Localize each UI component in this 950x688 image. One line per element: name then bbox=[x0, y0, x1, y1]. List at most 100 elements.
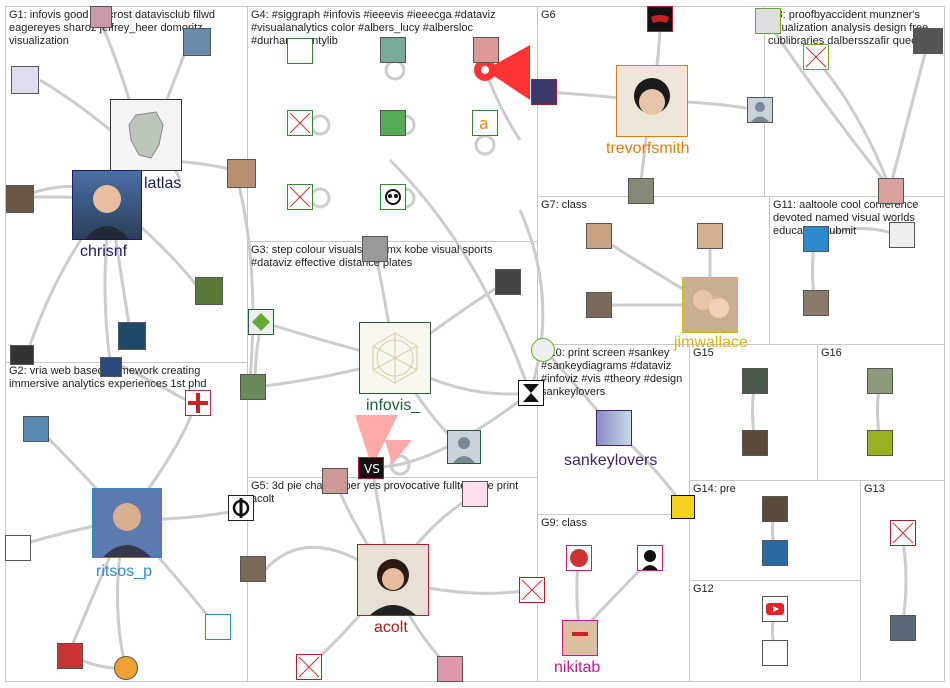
label-trevorfsmith: trevorfsmith bbox=[606, 140, 690, 158]
node-g8-broken-1[interactable] bbox=[803, 44, 829, 70]
group-label-g7: G7: class bbox=[541, 199, 587, 212]
node-sankeylovers-avatar[interactable] bbox=[596, 410, 632, 446]
node-g7-avatar-2[interactable] bbox=[697, 223, 723, 249]
node-g6-avatar-1[interactable] bbox=[531, 79, 557, 105]
node-latlas-map[interactable] bbox=[110, 99, 182, 171]
group-label-g11: G11: aaltoole cool conference devoted na… bbox=[773, 199, 941, 238]
node-nikitab-avatar[interactable] bbox=[562, 620, 598, 656]
label-jimwallace: jimwallace bbox=[674, 334, 748, 352]
node-g5-avatar-2[interactable] bbox=[322, 468, 348, 494]
node-g2-avatar-5[interactable] bbox=[57, 643, 83, 669]
node-g9-avatar-2[interactable] bbox=[637, 545, 663, 571]
group-label-g2: G2: vria web based framework creating im… bbox=[9, 365, 241, 391]
node-g5-avatar-4[interactable] bbox=[437, 656, 463, 682]
label-chrisnf: chrisnf bbox=[80, 243, 127, 261]
node-g3-avatar-1[interactable] bbox=[248, 309, 274, 335]
node-g7-avatar-1[interactable] bbox=[586, 223, 612, 249]
node-g5-broken-2[interactable] bbox=[296, 654, 322, 680]
node-g2-avatar-1[interactable] bbox=[23, 416, 49, 442]
node-infovis-logo[interactable] bbox=[359, 322, 431, 394]
node-g3-hourglass[interactable] bbox=[518, 380, 544, 406]
node-g1-avatar-1[interactable] bbox=[11, 66, 39, 94]
svg-text:a: a bbox=[479, 114, 489, 133]
node-g1-avatar-5[interactable] bbox=[6, 185, 34, 213]
node-g1-avatar-2[interactable] bbox=[90, 6, 112, 28]
group-box-g9 bbox=[537, 514, 690, 682]
node-g12-avatar-1[interactable] bbox=[762, 640, 788, 666]
node-g1-avatar-6[interactable] bbox=[195, 277, 223, 305]
label-sankeylovers: sankeylovers bbox=[564, 452, 657, 470]
node-g11-avatar-2[interactable] bbox=[889, 222, 915, 248]
node-g11-avatar-3[interactable] bbox=[803, 290, 829, 316]
node-g5-avatar-3[interactable] bbox=[462, 481, 488, 507]
node-g6-placeholder-user[interactable] bbox=[747, 97, 773, 123]
node-g6-mask-logo[interactable] bbox=[647, 6, 673, 32]
node-g11-avatar-1[interactable] bbox=[803, 226, 829, 252]
node-g10-logo[interactable] bbox=[671, 495, 695, 519]
node-g4-logo-1[interactable] bbox=[287, 38, 313, 64]
node-g4-avatar-1[interactable] bbox=[380, 37, 406, 63]
group-label-g12: G12 bbox=[693, 583, 714, 596]
node-g5-avatar-1[interactable] bbox=[240, 556, 266, 582]
group-label-g16: G16 bbox=[821, 347, 842, 360]
node-g1-avatar-4[interactable] bbox=[227, 159, 256, 188]
label-infovis: infovis_ bbox=[366, 397, 420, 415]
node-g8-avatar-1[interactable] bbox=[755, 8, 781, 34]
node-g4-avatar-2[interactable] bbox=[473, 37, 499, 63]
group-label-g10: G10: print screen #sankey #sankeydiagram… bbox=[541, 347, 687, 399]
node-g3-avatar-5[interactable] bbox=[531, 338, 555, 362]
node-g4-broken-1[interactable] bbox=[287, 110, 313, 136]
node-g12-youtube-logo[interactable] bbox=[762, 596, 788, 622]
node-g2-avatar-4[interactable] bbox=[205, 614, 231, 640]
node-g6-avatar-2[interactable] bbox=[628, 178, 654, 204]
node-ritsos-avatar[interactable] bbox=[92, 488, 162, 558]
group-label-g3: G3: step colour visualsportsmx kobe visu… bbox=[251, 244, 533, 270]
node-g3-avatar-2[interactable] bbox=[362, 236, 388, 262]
group-label-g9: G9: class bbox=[541, 517, 587, 530]
node-g16-avatar-2[interactable] bbox=[867, 430, 893, 456]
node-g15-avatar-2[interactable] bbox=[742, 430, 768, 456]
node-g9-avatar-1[interactable] bbox=[566, 545, 592, 571]
node-g14-avatar-1[interactable] bbox=[762, 496, 788, 522]
node-g1-avatar-8[interactable] bbox=[10, 345, 34, 365]
node-g14-avatar-2[interactable] bbox=[762, 540, 788, 566]
label-nikitab: nikitab bbox=[554, 659, 600, 677]
node-g1-avatar-3[interactable] bbox=[183, 28, 211, 56]
node-g1-avatar-9[interactable] bbox=[100, 357, 122, 377]
svg-text:VS: VS bbox=[364, 462, 380, 476]
group-box-g15 bbox=[689, 344, 818, 481]
node-g2-avatar-3[interactable] bbox=[5, 535, 31, 561]
node-g3-placeholder-user[interactable] bbox=[447, 430, 481, 464]
label-acolt: acolt bbox=[374, 619, 408, 637]
node-g3-avatar-3[interactable] bbox=[495, 269, 521, 295]
node-g8-avatar-2[interactable] bbox=[913, 28, 943, 54]
node-g13-avatar-1[interactable] bbox=[890, 615, 916, 641]
label-ritsos-p: ritsos_p bbox=[96, 563, 152, 581]
node-g13-broken-1[interactable] bbox=[890, 520, 916, 546]
node-acolt-avatar[interactable] bbox=[357, 544, 429, 616]
group-label-g14: G14: pre bbox=[693, 483, 736, 496]
node-g3-shield-logo[interactable]: VS bbox=[358, 457, 384, 479]
node-g3-avatar-4[interactable] bbox=[240, 374, 266, 400]
node-g1-avatar-7[interactable] bbox=[118, 322, 146, 350]
node-g4-broken-2[interactable] bbox=[287, 184, 313, 210]
node-g4-logo-2[interactable]: a bbox=[472, 110, 498, 136]
node-trevorfsmith-avatar[interactable] bbox=[616, 65, 688, 137]
node-g4-panda-logo[interactable] bbox=[380, 184, 406, 210]
node-g2-avatar-6[interactable] bbox=[114, 656, 138, 680]
node-g5-broken-1[interactable] bbox=[519, 577, 545, 603]
group-box-g16 bbox=[817, 344, 945, 481]
node-g15-avatar-1[interactable] bbox=[742, 368, 768, 394]
node-g4-avatar-3[interactable] bbox=[380, 110, 406, 136]
node-g8-avatar-3[interactable] bbox=[878, 178, 904, 204]
node-g2-avatar-2[interactable] bbox=[185, 390, 211, 416]
node-g16-avatar-1[interactable] bbox=[867, 368, 893, 394]
group-label-g5: G5: 3d pie chart paper yes provocative f… bbox=[251, 480, 533, 506]
node-phi-logo[interactable] bbox=[228, 495, 254, 521]
group-box-g13 bbox=[860, 480, 945, 682]
group-label-g6: G6 bbox=[541, 9, 556, 22]
node-chrisnf-avatar[interactable] bbox=[72, 170, 142, 240]
group-label-g13: G13 bbox=[864, 483, 885, 496]
node-g7-avatar-3[interactable] bbox=[586, 292, 612, 318]
node-jimwallace-avatar[interactable] bbox=[682, 277, 738, 333]
